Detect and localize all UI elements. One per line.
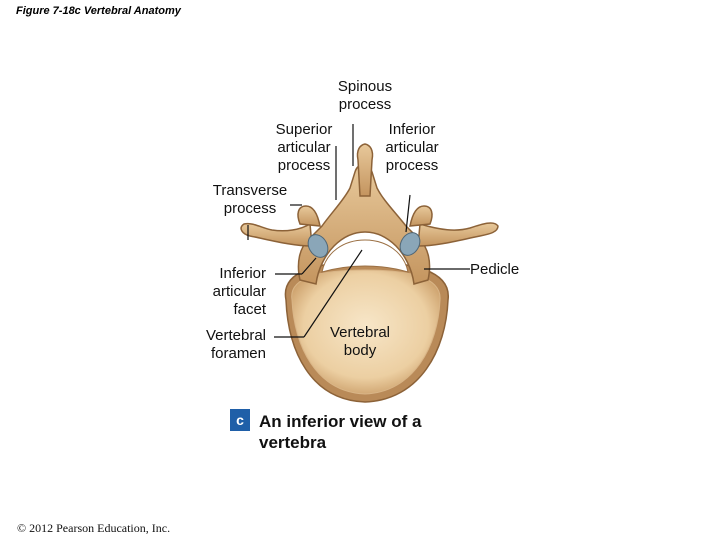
label-spinous-process: Spinous process bbox=[337, 78, 393, 113]
spinous-process-shape bbox=[356, 143, 374, 197]
right-articular-facet bbox=[399, 232, 421, 256]
label-transverse-process: Transverse process bbox=[212, 182, 288, 217]
neural-arch-shape bbox=[297, 163, 431, 285]
left-superior-articular-shape bbox=[297, 205, 321, 227]
leader-facet-b bbox=[301, 257, 317, 275]
label-vertebral-body: Vertebral body bbox=[329, 324, 391, 359]
right-transverse-process-shape bbox=[417, 222, 499, 247]
label-pedicle: Pedicle bbox=[470, 261, 520, 278]
left-articular-facet bbox=[307, 234, 329, 258]
vertebral-body-shape bbox=[284, 261, 449, 403]
caption-text: An inferior view of a vertebra bbox=[259, 412, 422, 452]
label-vertebral-foramen: Vertebral foramen bbox=[205, 327, 266, 362]
left-transverse-process-shape bbox=[240, 222, 313, 247]
label-inferior-articular-process: Inferior articular process bbox=[385, 121, 439, 174]
figure-title: Figure 7-18c Vertebral Anatomy bbox=[16, 5, 181, 17]
leader-lines bbox=[247, 124, 470, 338]
leader-inferior-articular bbox=[405, 194, 411, 233]
copyright-notice: © 2012 Pearson Education, Inc. bbox=[17, 521, 171, 535]
label-superior-articular-process: Superior articular process bbox=[275, 121, 333, 174]
right-superior-articular-shape bbox=[409, 205, 433, 227]
caption-badge: c bbox=[230, 409, 250, 431]
label-inferior-articular-facet: Inferior articular facet bbox=[212, 265, 266, 318]
leader-foramen-b bbox=[303, 249, 363, 338]
